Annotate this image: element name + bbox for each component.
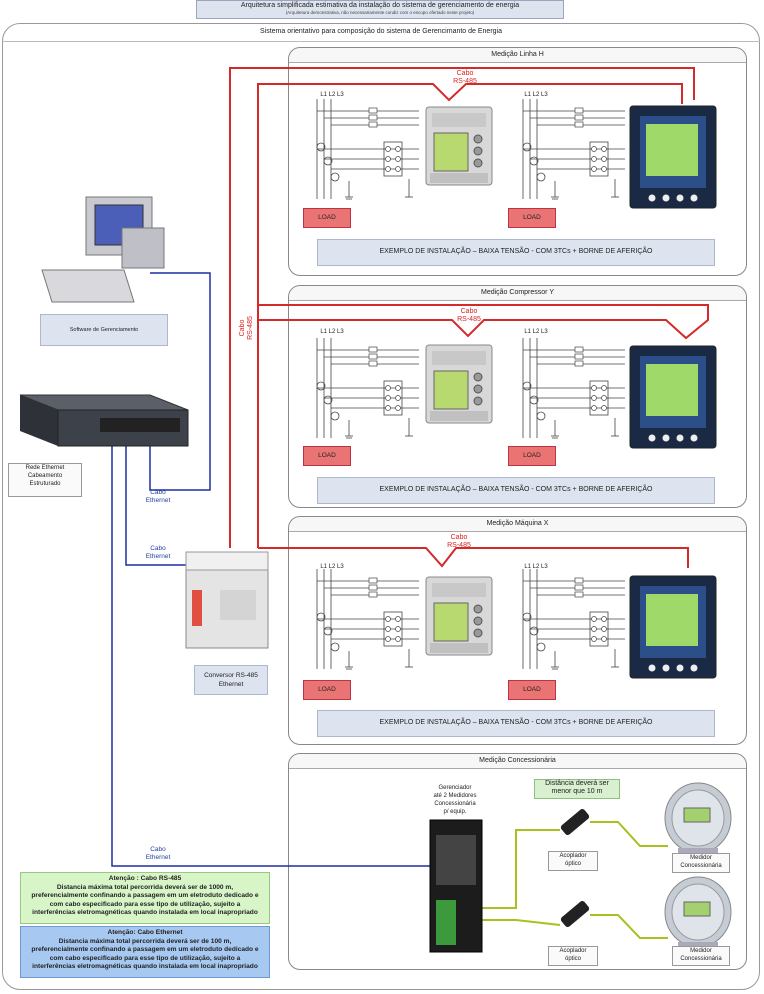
utility-meter-box: Medidor Concessionária	[672, 946, 730, 966]
example-box: EXEMPLO DE INSTALAÇÃO – BAIXA TENSÃO - C…	[317, 477, 715, 504]
phase-labels: L1 L2 L3	[524, 329, 548, 335]
computer-illustration	[41, 196, 165, 303]
phase-labels: L1 L2 L3	[320, 564, 344, 570]
header-subtitle: (Arquitetura demonstrativa, não necessar…	[285, 10, 475, 15]
system-frame	[2, 23, 760, 990]
manager-illustration	[429, 819, 483, 953]
phase-labels: L1 L2 L3	[320, 329, 344, 335]
phase-labels: L1 L2 L3	[320, 92, 344, 98]
vertical-rs485-label: Cabo RS-485	[239, 316, 254, 340]
panel-title: Medição Concessionária	[289, 754, 746, 769]
header-title: Arquitetura simplificada estimativa da i…	[240, 2, 520, 9]
ethernet-label: Cabo Ethernet	[145, 545, 171, 560]
converter-box: Conversor RS-485 Ethernet	[194, 665, 268, 695]
panel-title: Medição Máquina X	[289, 517, 746, 532]
load-box: LOAD	[303, 680, 351, 700]
utility-meter-box: Medidor Concessionária	[672, 853, 730, 873]
converter-illustration	[185, 551, 269, 649]
coupler-box: Acoplador óptico	[548, 946, 598, 966]
coupler-illustration	[560, 808, 590, 928]
load-box: LOAD	[508, 446, 556, 466]
rs485-cable-label: Cabo RS-485	[457, 308, 481, 323]
network-box: Rede Ethernet Cabeamento Estruturado	[8, 463, 82, 497]
rs485-cable-label: Cabo RS-485	[453, 70, 477, 85]
load-box: LOAD	[303, 208, 351, 228]
ethernet-label: Cabo Ethernet	[145, 489, 171, 504]
phase-labels: L1 L2 L3	[524, 92, 548, 98]
panel-concessionaria: Medição Concessionária	[288, 753, 747, 970]
attention-rs485: Atenção : Cabo RS-485 Distancia máxima t…	[20, 872, 270, 924]
rs485-wiring	[229, 67, 709, 568]
load-box: LOAD	[508, 680, 556, 700]
manager-label: Gerenciador até 2 Medidores Concessionár…	[433, 785, 477, 815]
header-box: Arquitetura simplificada estimativa da i…	[196, 0, 564, 19]
example-box: EXEMPLO DE INSTALAÇÃO – BAIXA TENSÃO - C…	[317, 239, 715, 266]
ethernet-wiring	[111, 272, 430, 867]
system-title: Sistema orientativo para composição do s…	[2, 23, 760, 42]
software-box: Software de Gerenciamento	[40, 314, 168, 346]
panel-title: Medição Linha H	[289, 48, 746, 63]
distance-box: Distância deverá ser menor que 10 m	[534, 779, 620, 799]
ethernet-label: Cabo Ethernet	[145, 846, 171, 861]
coupler-box: Acoplador óptico	[548, 851, 598, 871]
switch-illustration	[19, 394, 189, 447]
optical-cables	[482, 821, 668, 939]
rs485-cable-label: Cabo RS-485	[447, 534, 471, 549]
load-box: LOAD	[508, 208, 556, 228]
panel-title: Medição Compressor Y	[289, 286, 746, 301]
phase-labels: L1 L2 L3	[524, 564, 548, 570]
attention-ethernet: Atenção: Cabo Ethernet Distancia máxima …	[20, 926, 270, 978]
load-box: LOAD	[303, 446, 351, 466]
example-box: EXEMPLO DE INSTALAÇÃO – BAIXA TENSÃO - C…	[317, 710, 715, 737]
